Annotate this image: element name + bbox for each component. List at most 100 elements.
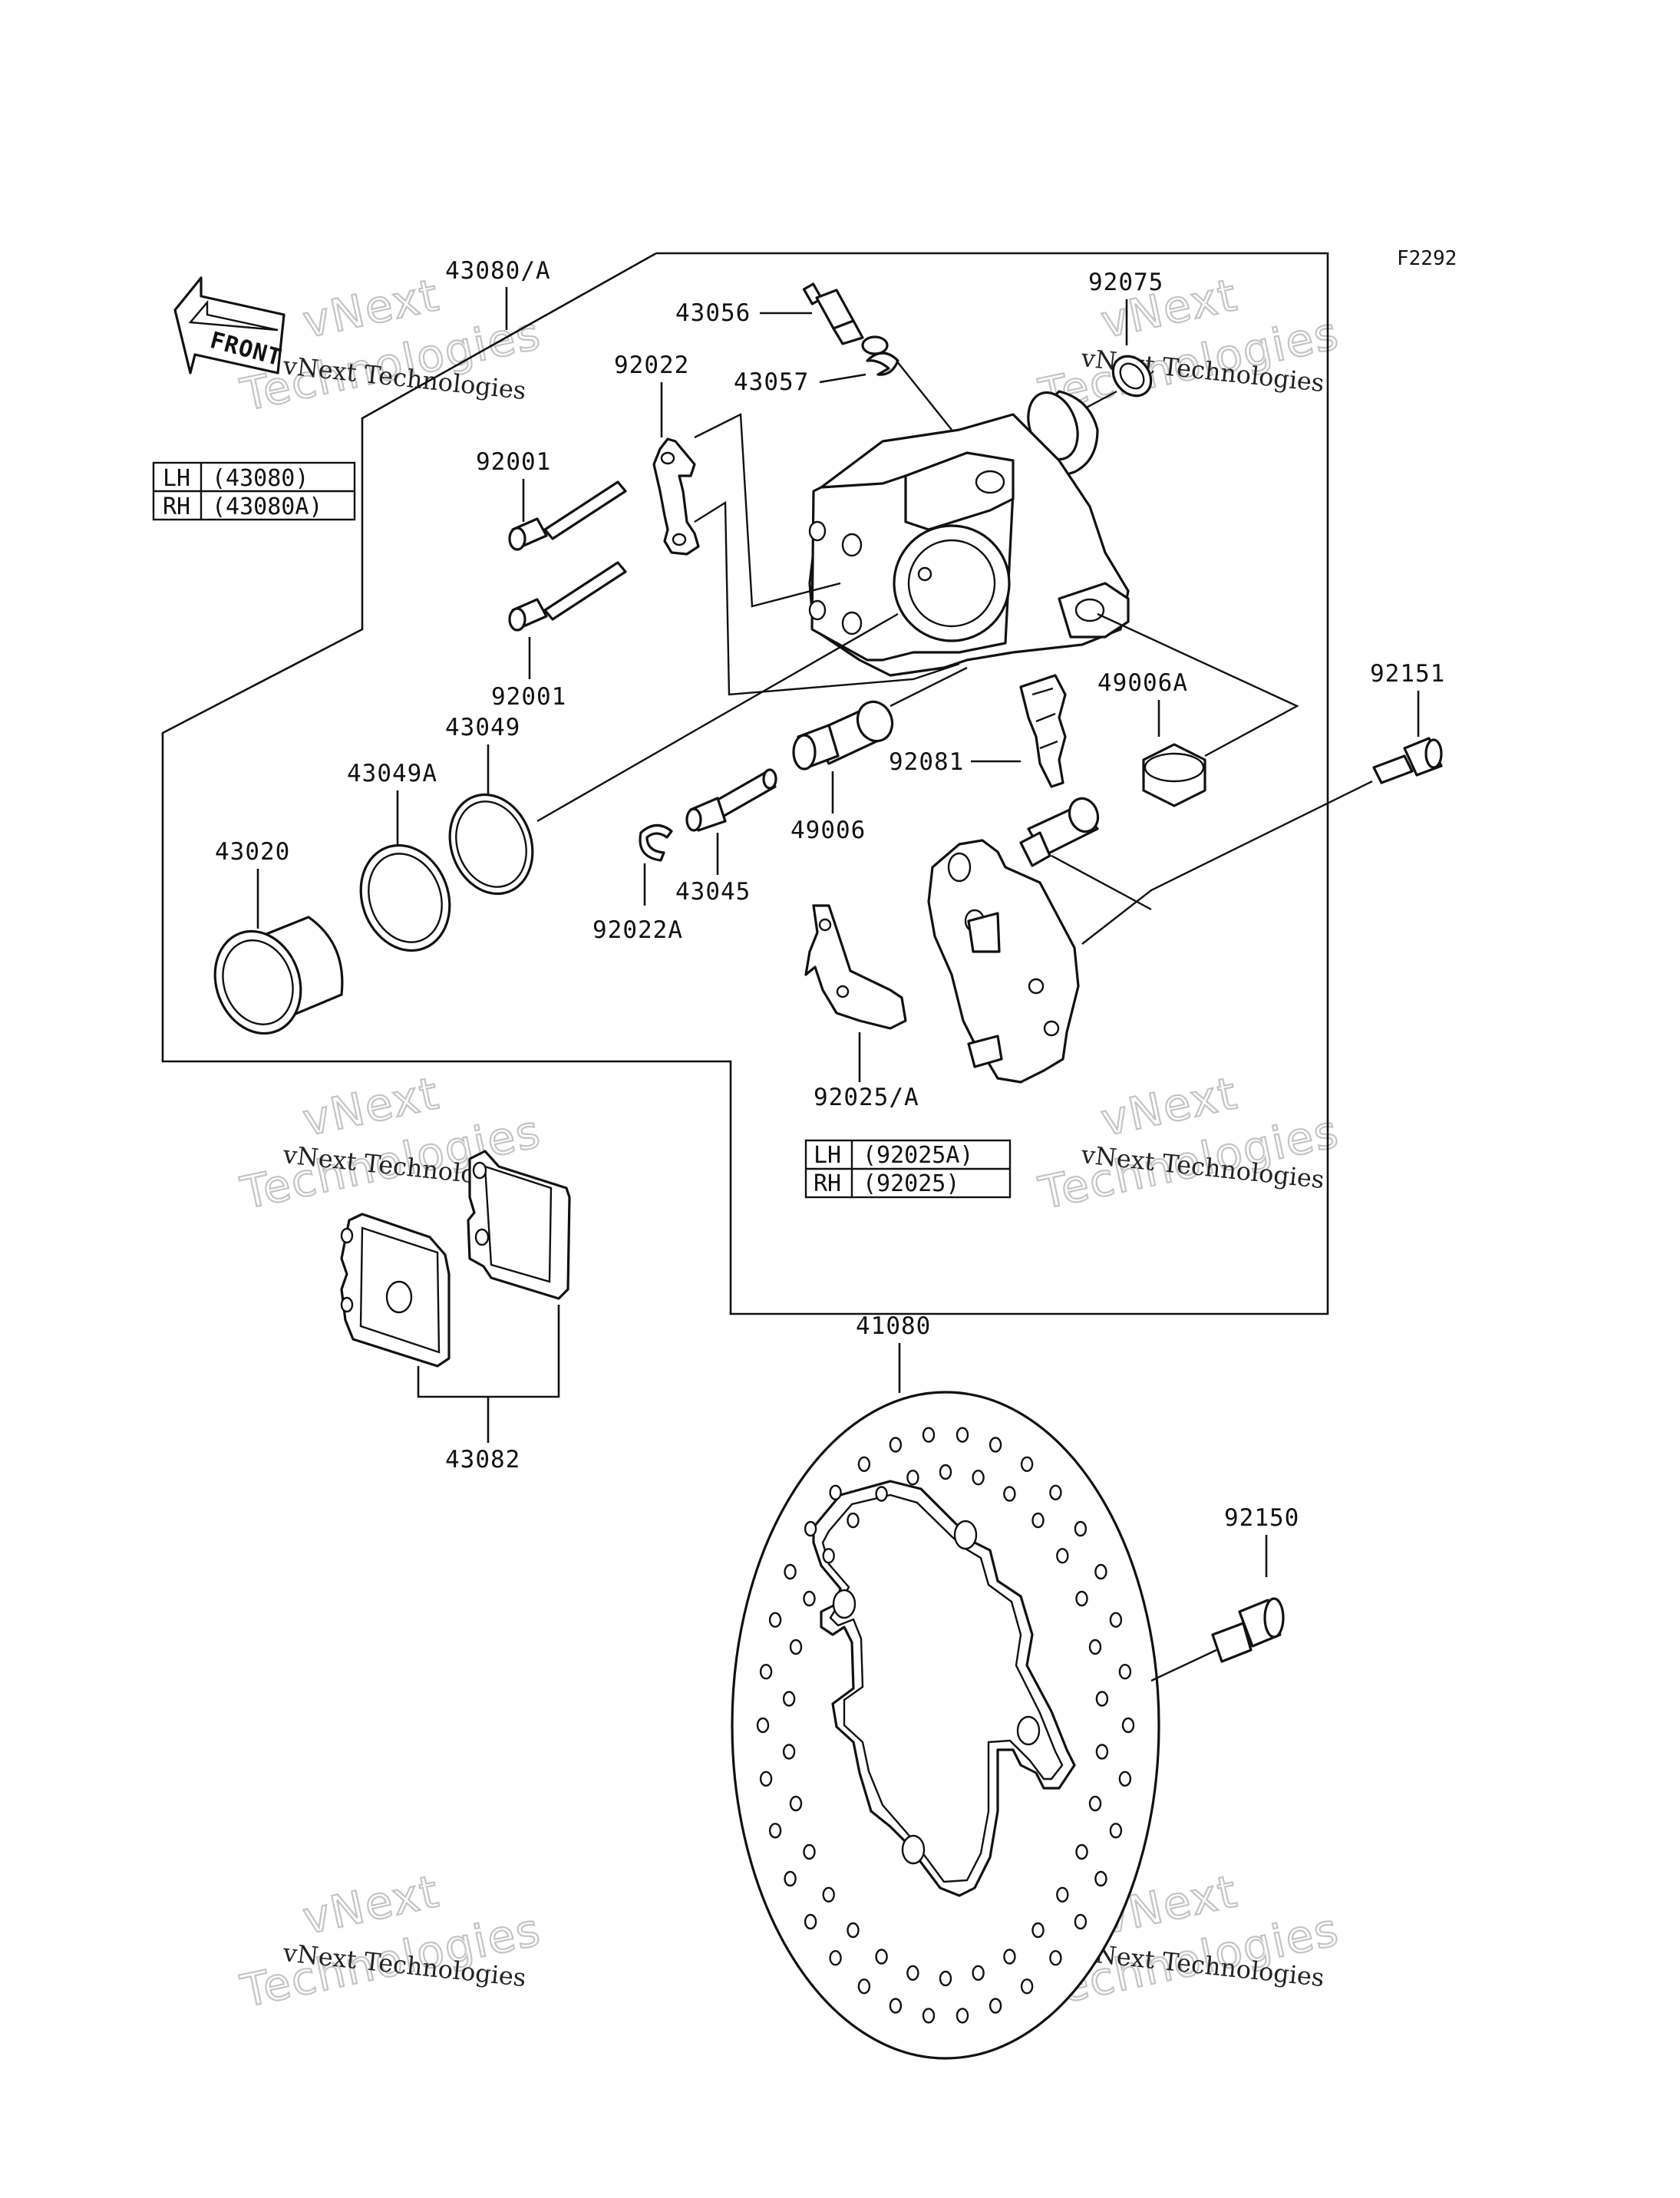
disc-vent-hole [789,1639,803,1655]
bolt-92001-upper [508,480,627,551]
disc-vent-hole [1095,1744,1109,1760]
callout-92075: 92075 [1088,269,1163,296]
bleed-cap-43057 [861,335,952,431]
disc-vent-hole [1056,1886,1069,1903]
svg-text:(92025): (92025) [863,1170,959,1197]
disc-vent-hole [822,1547,835,1564]
callout-49006: 49006 [790,817,866,844]
disc-vent-hole [759,1771,773,1787]
watermark-middle-right: vNext Technologies vNext Technologies [1034,1066,1345,1220]
disc-vent-hole [889,1998,903,2014]
svg-text:LH: LH [163,465,190,492]
guide-line-49006a [1097,612,1299,757]
callout-43080a: 43080/A [445,257,551,285]
disc-vent-hole [922,1427,936,1443]
guide-line-upper [694,413,841,608]
svg-text:RH: RH [163,493,190,520]
guide-line-bracket [1051,854,1152,911]
callout-43049a: 43049A [347,760,437,787]
disc-vent-hole [875,1949,888,1965]
svg-text:(92025A): (92025A) [863,1142,974,1169]
disc-vent-hole [768,1612,782,1628]
disc-vent-hole [789,1795,803,1812]
disc-vent-hole [1075,1843,1088,1860]
disc-vent-hole [939,1464,952,1480]
spring-92025a [804,904,907,1030]
disc-vent-hole [972,1469,985,1486]
disc-vent-hole [989,1437,1002,1453]
seal-43049a [359,843,451,952]
caliper-assembly-boundary [161,252,1329,1315]
callout-43045: 43045 [675,878,751,906]
callout-92022: 92022 [614,351,689,379]
callout-92151: 92151 [1370,660,1445,688]
spring-side-table: LH (92025A) RH (92025) [804,1139,1012,1199]
disc-vent-hole [1056,1547,1069,1564]
disc-vent-hole [1094,1870,1107,1887]
disc-vent-hole [939,1970,952,1987]
callout-43082: 43082 [445,1446,520,1474]
guide-line-lower [694,500,960,696]
disc-vent-hole [784,1563,797,1580]
disc-vent-hole [847,1512,860,1529]
svg-text:RH: RH [814,1170,841,1197]
disc-vent-hole [1121,1717,1135,1734]
disc-vent-hole [759,1663,773,1680]
bleed-valve-43056 [802,282,864,345]
disc-vent-hole [1003,1486,1016,1502]
disc-vent-hole [803,1843,816,1860]
callout-92022a: 92022A [592,916,683,944]
mounting-bracket [927,797,1100,1084]
disc-vent-hole [803,1590,816,1607]
callout-43049: 43049 [445,714,520,741]
pin-49006 [792,700,894,771]
disc-vent-hole [956,2008,969,2024]
disc-vent-hole [1003,1949,1016,1965]
callout-92025a: 92025/A [814,1084,919,1111]
watermark-top-right: vNext Technologies vNext Technologies [1034,268,1345,422]
plate-92022 [652,437,700,556]
disc-vent-hole [1020,1456,1034,1473]
front-arrow-icon: FRONT [173,276,286,375]
guide-line-92151 [1081,780,1373,945]
disc-vent-hole [784,1870,797,1887]
bolt-92001-lower [508,561,627,632]
disc-vent-hole [804,1913,817,1930]
leader-43057 [819,373,866,384]
guide-line-92150 [1150,1648,1217,1682]
callout-41080: 41080 [856,1312,931,1340]
caliper-side-table: LH (43080) RH (43080A) [152,461,356,521]
disc-vent-hole [972,1965,985,1982]
disc-vent-hole [1031,1512,1045,1529]
disc-vent-hole [1074,1913,1088,1930]
callout-92001-lower: 92001 [491,683,566,711]
boot-92075 [1058,355,1153,424]
disc-vent-hole [1074,1520,1088,1537]
brake-pad-back [467,1150,571,1300]
disc-vent-hole [829,1484,842,1501]
disc-vent-hole [829,1949,842,1966]
disc-vent-hole [1118,1663,1132,1680]
disc-vent-hole [782,1691,796,1707]
disc-vent-hole [1109,1823,1123,1839]
spring-92081 [1019,674,1067,788]
disc-vent-hole [906,1469,919,1486]
bolt-92151 [1372,737,1443,784]
svg-text:LH: LH [814,1142,841,1169]
disc-vent-hole [857,1456,871,1473]
callout-92001-upper: 92001 [476,448,551,476]
disc-vent-hole [822,1886,835,1903]
disc-vent-hole [1118,1771,1132,1787]
disc-vent-hole [768,1823,782,1839]
disc-vent-hole [1075,1590,1088,1607]
disc-vent-hole [756,1717,770,1734]
disc-vent-hole [875,1486,888,1502]
brake-pad-front [340,1213,451,1368]
callout-43056: 43056 [675,299,751,327]
disc-vent-hole [1049,1484,1062,1501]
disc-vent-hole [804,1520,817,1537]
watermark-bottom-left: vNext Technologies vNext Technologies [236,1864,546,2018]
disc-vent-hole [1094,1563,1107,1580]
callout-43020: 43020 [215,838,290,866]
